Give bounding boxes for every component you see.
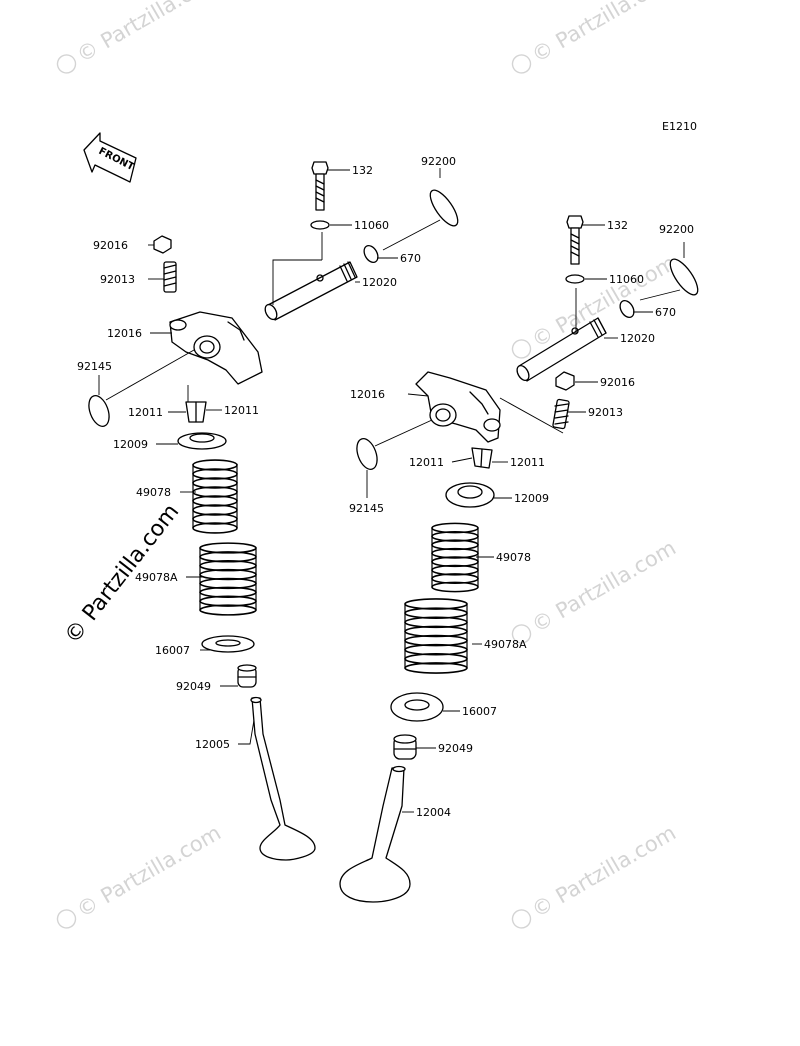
watermark: © Partzilla.com <box>511 821 680 929</box>
part-label: 12005 <box>195 738 230 751</box>
part-label: 12011 <box>224 404 259 417</box>
retainer-12009-right <box>445 482 495 508</box>
part-label: 92200 <box>659 223 694 236</box>
oring-670-right <box>619 299 635 319</box>
valve-12005-left <box>250 696 316 861</box>
washer-92145-right <box>356 438 378 470</box>
part-label: 12020 <box>362 276 397 289</box>
part-label: 670 <box>400 252 421 265</box>
seat-16007-right <box>390 692 444 722</box>
washer-92145-left <box>88 395 110 427</box>
part-label: 92013 <box>588 406 623 419</box>
svg-text:© Partzilla.com: © Partzilla.com <box>73 821 225 923</box>
part-label: 11060 <box>354 219 389 232</box>
part-label: 11060 <box>609 273 644 286</box>
seat-16007-left <box>201 635 255 653</box>
nut-92016-left <box>153 235 172 254</box>
watermark: © Partzilla.com <box>511 536 680 644</box>
svg-text:© Partzilla.com: © Partzilla.com <box>528 251 680 353</box>
spring-49078A-right <box>404 598 468 674</box>
watermark: © Partzilla.com <box>56 0 225 74</box>
bolt-132-right <box>566 215 584 265</box>
right-valve-assembly <box>339 215 699 903</box>
shim-92200-left <box>429 189 459 227</box>
part-label: 92016 <box>93 239 128 252</box>
part-label: 49078 <box>496 551 531 564</box>
left-valve-assembly <box>88 161 459 861</box>
nut-92016-right <box>555 371 575 391</box>
rocker-arm-12016-left <box>169 311 263 385</box>
svg-text:© Partzilla.com: © Partzilla.com <box>528 536 680 638</box>
part-label: 92145 <box>349 502 384 515</box>
watermark: © Partzilla.com <box>56 821 225 929</box>
washer-11060-right <box>565 274 585 284</box>
rocker-shaft-12020-left <box>264 261 358 321</box>
part-label: 670 <box>655 306 676 319</box>
part-label: 92145 <box>77 360 112 373</box>
part-label: 16007 <box>155 644 190 657</box>
part-label: 12011 <box>128 406 163 419</box>
part-labels: 132 11060 92200 670 12020 92016 92013 12… <box>77 155 694 819</box>
seal-92049-right <box>393 734 417 760</box>
part-label: 49078A <box>484 638 527 651</box>
retainer-12009-left <box>177 432 227 450</box>
spring-49078-right <box>431 522 479 593</box>
part-label: 49078A <box>135 571 178 584</box>
washer-11060-left <box>310 220 330 230</box>
part-label: 12016 <box>350 388 385 401</box>
part-label: 132 <box>352 164 373 177</box>
part-label: 92013 <box>100 273 135 286</box>
adjust-screw-92013-right <box>552 398 570 430</box>
part-label: 92049 <box>176 680 211 693</box>
part-label: 92016 <box>600 376 635 389</box>
part-label: 12009 <box>514 492 549 505</box>
svg-text:© Partzilla.com: © Partzilla.com <box>73 0 225 67</box>
oring-670-left <box>363 244 379 264</box>
valve-12004-right <box>339 765 411 903</box>
rocker-shaft-12020-right <box>516 317 607 382</box>
svg-text:© Partzilla.com: © Partzilla.com <box>528 0 680 67</box>
diagram-code: E1210 <box>662 120 697 133</box>
part-label: 92049 <box>438 742 473 755</box>
part-label: 12016 <box>107 327 142 340</box>
part-label: 12011 <box>409 456 444 469</box>
part-label: 49078 <box>136 486 171 499</box>
part-label: 12004 <box>416 806 451 819</box>
spring-49078A-left <box>199 542 257 616</box>
shim-92200-right <box>669 258 699 296</box>
seal-92049-left <box>237 664 257 688</box>
watermark: © Partzilla.com <box>511 0 680 74</box>
bolt-132-left <box>311 161 329 211</box>
rocker-arm-12016-right <box>415 371 501 443</box>
part-label: 12009 <box>113 438 148 451</box>
part-label: 16007 <box>462 705 497 718</box>
part-label: 12020 <box>620 332 655 345</box>
leader-lines <box>98 168 685 813</box>
part-label: 12011 <box>510 456 545 469</box>
front-arrow-icon: FRONT <box>83 132 137 183</box>
svg-text:© Partzilla.com: © Partzilla.com <box>528 821 680 923</box>
adjust-screw-92013-left <box>163 261 177 293</box>
part-label: 92200 <box>421 155 456 168</box>
part-label: 132 <box>607 219 628 232</box>
spring-49078-left <box>192 459 238 534</box>
